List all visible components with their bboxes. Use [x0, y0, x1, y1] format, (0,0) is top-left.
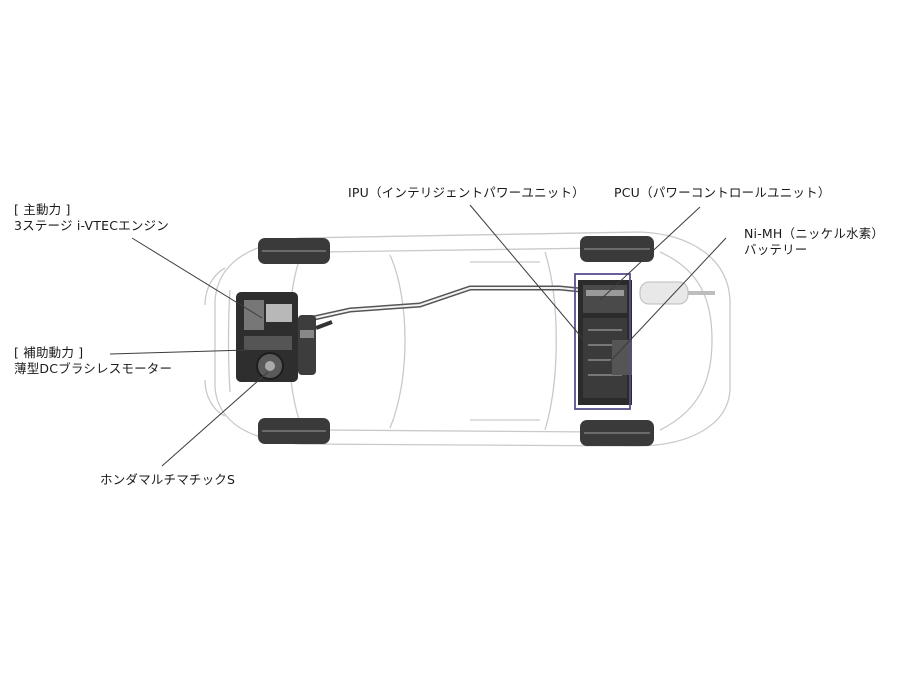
main-power-engine-name: 3ステージ i-VTECエンジン	[14, 218, 169, 233]
leader-main-power	[131, 237, 263, 319]
leader-lines	[109, 204, 727, 467]
ipu-label: IPU（インテリジェントパワーユニット）	[348, 185, 585, 201]
battery-name: バッテリー	[744, 242, 808, 257]
battery-label: Ni-MH（ニッケル水素） バッテリー	[744, 226, 884, 258]
transmission-label: ホンダマルチマチックS	[100, 472, 235, 488]
ipu-highlight-box	[574, 273, 631, 410]
pcu-name: PCU（パワーコントロールユニット）	[614, 185, 831, 200]
leader-battery	[603, 237, 727, 369]
ipu-name: IPU（インテリジェントパワーユニット）	[348, 185, 585, 200]
leader-transmission	[161, 371, 269, 467]
main-power-heading: [ 主動力 ]	[14, 202, 71, 217]
leader-ipu	[469, 204, 589, 346]
leader-pcu	[599, 206, 701, 301]
pcu-label: PCU（パワーコントロールユニット）	[614, 185, 831, 201]
tire-rear-left	[580, 236, 654, 262]
leader-aux-power	[109, 349, 249, 355]
ipu-unit	[578, 280, 632, 405]
transmission-name: ホンダマルチマチックS	[100, 472, 236, 487]
tire-front-left	[258, 238, 330, 264]
tire-front-right	[258, 418, 330, 444]
aux-power-heading: [ 補助動力 ]	[14, 345, 84, 360]
engine-motor-assembly	[236, 292, 333, 382]
battery-type: Ni-MH（ニッケル水素）	[744, 226, 885, 241]
main-power-label: [ 主動力 ] 3ステージ i-VTECエンジン	[14, 202, 169, 234]
tire-rear-right	[580, 420, 654, 446]
aux-power-label: [ 補助動力 ] 薄型DCブラシレスモーター	[14, 345, 172, 377]
aux-power-motor-name: 薄型DCブラシレスモーター	[14, 361, 173, 376]
exhaust-muffler	[639, 281, 715, 305]
